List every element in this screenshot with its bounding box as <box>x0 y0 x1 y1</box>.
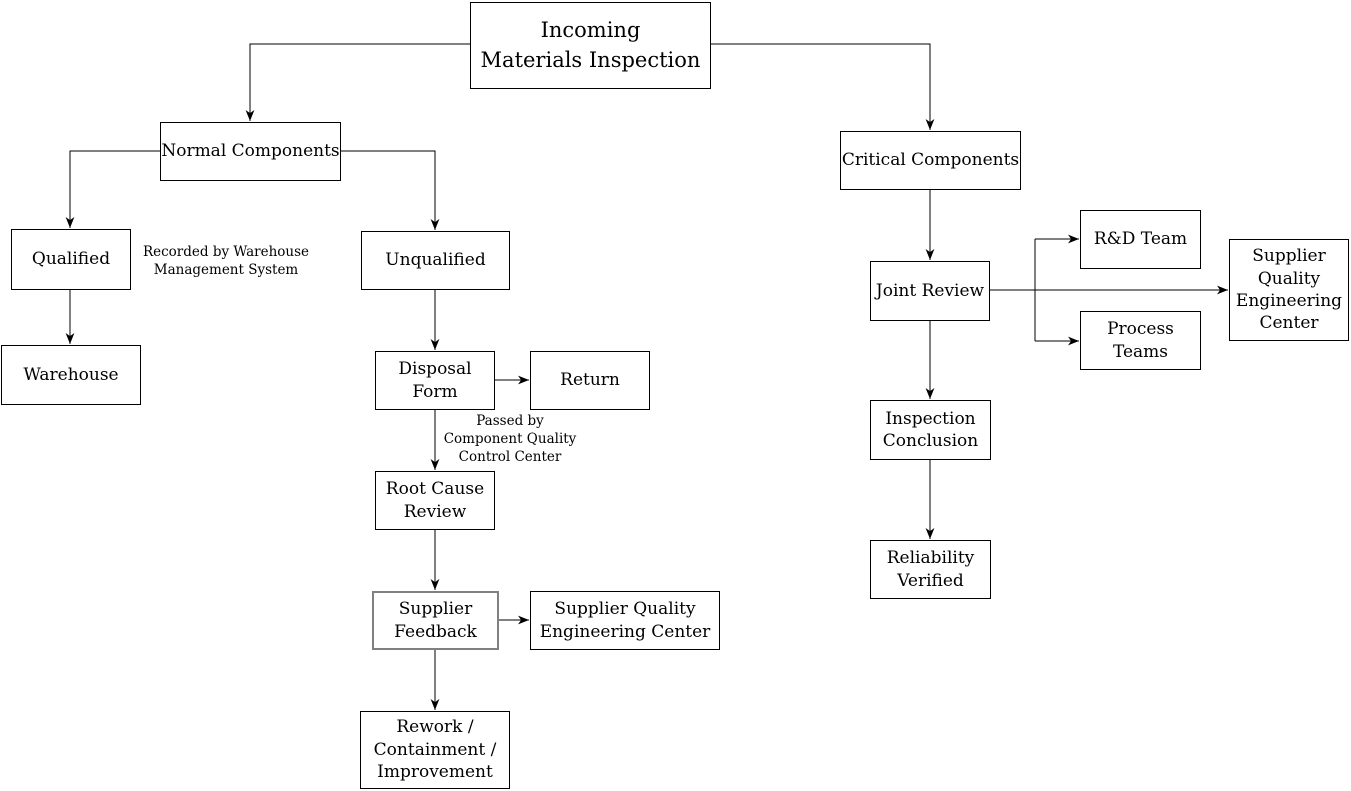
node-unqualified: Unqualified <box>361 231 510 290</box>
annotation-warehouse-management-note: Recorded by Warehouse Management System <box>142 244 310 278</box>
edge-incoming-to-critical <box>711 43 935 130</box>
node-rework-containment-improvement: Rework / Containment / Improvement <box>360 711 510 789</box>
node-qualified: Qualified <box>11 229 131 290</box>
node-disposal-form: Disposal Form <box>375 351 495 410</box>
node-return: Return <box>530 351 650 410</box>
node-rd-team: R&D Team <box>1080 210 1201 269</box>
node-critical-components: Critical Components <box>840 131 1021 190</box>
edge-normal-to-unqualified <box>341 150 440 230</box>
node-supplier-feedback: Supplier Feedback <box>372 591 499 650</box>
node-process-teams: Process Teams <box>1080 311 1201 370</box>
node-supplier-quality-engineering-center-right: Supplier Quality Engineering Center <box>1229 239 1349 341</box>
node-inspection-conclusion: Inspection Conclusion <box>870 400 991 460</box>
node-reliability-verified: Reliability Verified <box>870 540 991 599</box>
edge-normal-to-qualified <box>65 150 160 228</box>
node-root-cause-review: Root Cause Review <box>375 471 495 530</box>
node-joint-review: Joint Review <box>870 261 990 321</box>
annotation-component-quality-note: Passed by Component Quality Control Cent… <box>443 413 577 465</box>
node-warehouse: Warehouse <box>1 345 141 405</box>
edge-incoming-to-normal <box>245 43 470 121</box>
node-incoming-materials-inspection: Incoming Materials Inspection <box>470 2 711 89</box>
node-normal-components: Normal Components <box>160 122 341 181</box>
node-supplier-quality-engineering-center-left: Supplier Quality Engineering Center <box>530 591 720 650</box>
